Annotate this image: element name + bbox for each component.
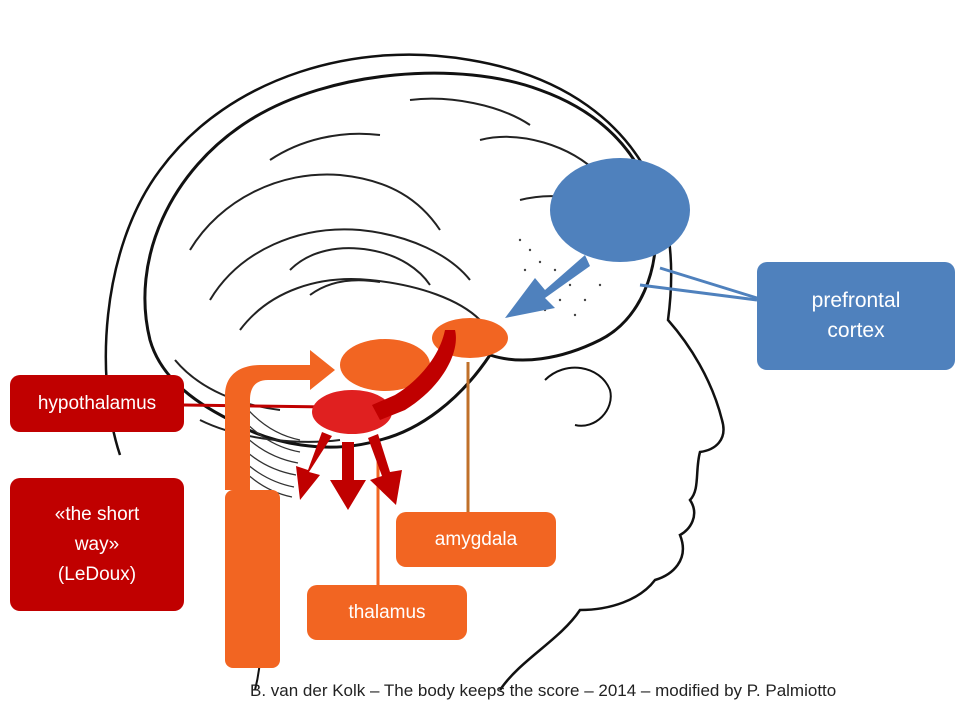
short-way-line2: way» xyxy=(55,530,140,560)
red-arrows xyxy=(296,432,402,510)
prefrontal-label-line1: prefrontal xyxy=(812,286,901,316)
caption: B. van der Kolk – The body keeps the sco… xyxy=(250,681,836,701)
prefrontal-arrow xyxy=(505,255,590,318)
spinal-column xyxy=(225,490,280,668)
short-way-line1: «the short xyxy=(55,500,140,530)
amygdala-label-text: amygdala xyxy=(435,529,517,551)
hypothalamus-label-text: hypothalamus xyxy=(38,393,156,415)
prefrontal-region xyxy=(550,158,690,262)
prefrontal-cortex-label: prefrontal cortex xyxy=(757,262,955,370)
thalamus-label-text: thalamus xyxy=(348,602,425,624)
hypothalamus-label: hypothalamus xyxy=(10,375,184,432)
thalamus-label: thalamus xyxy=(307,585,467,640)
short-way-line3: (LeDoux) xyxy=(55,560,140,590)
amygdala-label: amygdala xyxy=(396,512,556,567)
ear-outline xyxy=(545,368,611,426)
prefrontal-label-line2: cortex xyxy=(812,316,901,346)
hypothalamus-connector xyxy=(184,405,330,407)
short-way-label: «the short way» (LeDoux) xyxy=(10,478,184,611)
